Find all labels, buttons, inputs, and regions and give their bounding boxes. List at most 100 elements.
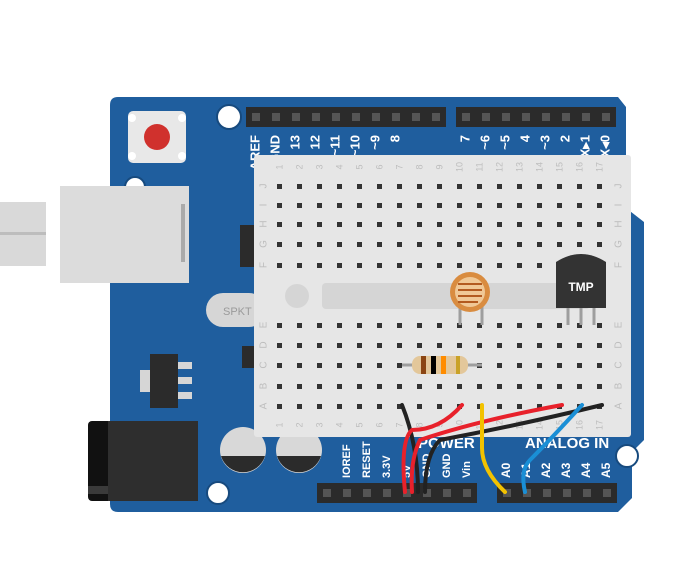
breadboard-hole[interactable] xyxy=(397,203,402,208)
breadboard-hole[interactable] xyxy=(537,363,542,368)
header-socket[interactable] xyxy=(602,113,610,121)
breadboard-hole[interactable] xyxy=(277,242,282,247)
breadboard-hole[interactable] xyxy=(497,363,502,368)
header-socket[interactable] xyxy=(503,489,511,497)
breadboard-hole[interactable] xyxy=(477,184,482,189)
header-socket[interactable] xyxy=(603,489,611,497)
breadboard-hole[interactable] xyxy=(337,222,342,227)
breadboard-hole[interactable] xyxy=(397,343,402,348)
breadboard-hole[interactable] xyxy=(277,404,282,409)
breadboard-hole[interactable] xyxy=(537,343,542,348)
breadboard-hole[interactable] xyxy=(517,263,522,268)
breadboard-hole[interactable] xyxy=(397,363,402,368)
breadboard-hole[interactable] xyxy=(517,242,522,247)
header-socket[interactable] xyxy=(543,489,551,497)
breadboard-hole[interactable] xyxy=(397,184,402,189)
header-socket[interactable] xyxy=(412,113,420,121)
breadboard-hole[interactable] xyxy=(277,363,282,368)
breadboard-hole[interactable] xyxy=(297,323,302,328)
breadboard-hole[interactable] xyxy=(397,242,402,247)
breadboard-hole[interactable] xyxy=(337,363,342,368)
breadboard-hole[interactable] xyxy=(417,263,422,268)
breadboard-hole[interactable] xyxy=(597,203,602,208)
header-socket[interactable] xyxy=(502,113,510,121)
breadboard-hole[interactable] xyxy=(377,323,382,328)
breadboard-hole[interactable] xyxy=(377,384,382,389)
breadboard-hole[interactable] xyxy=(457,222,462,227)
breadboard-hole[interactable] xyxy=(297,363,302,368)
header-socket[interactable] xyxy=(252,113,260,121)
breadboard-hole[interactable] xyxy=(297,222,302,227)
breadboard-hole[interactable] xyxy=(577,242,582,247)
breadboard-hole[interactable] xyxy=(417,222,422,227)
breadboard-hole[interactable] xyxy=(357,343,362,348)
header-socket[interactable] xyxy=(372,113,380,121)
breadboard-hole[interactable] xyxy=(557,323,562,328)
breadboard-hole[interactable] xyxy=(517,184,522,189)
header-socket[interactable] xyxy=(462,113,470,121)
breadboard-hole[interactable] xyxy=(517,384,522,389)
breadboard-hole[interactable] xyxy=(597,242,602,247)
header-socket[interactable] xyxy=(562,113,570,121)
resistor[interactable] xyxy=(402,356,482,374)
breadboard-hole[interactable] xyxy=(437,242,442,247)
breadboard-hole[interactable] xyxy=(337,343,342,348)
header-socket[interactable] xyxy=(542,113,550,121)
breadboard-hole[interactable] xyxy=(597,363,602,368)
breadboard-hole[interactable] xyxy=(377,203,382,208)
header-socket[interactable] xyxy=(392,113,400,121)
header-socket[interactable] xyxy=(403,489,411,497)
breadboard-hole[interactable] xyxy=(457,203,462,208)
breadboard-hole[interactable] xyxy=(417,384,422,389)
breadboard-hole[interactable] xyxy=(437,384,442,389)
breadboard-hole[interactable] xyxy=(557,384,562,389)
breadboard-hole[interactable] xyxy=(537,263,542,268)
breadboard-hole[interactable] xyxy=(597,343,602,348)
breadboard-hole[interactable] xyxy=(277,343,282,348)
breadboard-hole[interactable] xyxy=(297,343,302,348)
header-socket[interactable] xyxy=(523,489,531,497)
breadboard-hole[interactable] xyxy=(457,242,462,247)
breadboard-hole[interactable] xyxy=(317,222,322,227)
breadboard-hole[interactable] xyxy=(597,222,602,227)
breadboard-hole[interactable] xyxy=(297,263,302,268)
breadboard-hole[interactable] xyxy=(417,323,422,328)
breadboard-hole[interactable] xyxy=(557,363,562,368)
header-socket[interactable] xyxy=(423,489,431,497)
breadboard-hole[interactable] xyxy=(297,184,302,189)
breadboard-hole[interactable] xyxy=(297,384,302,389)
breadboard-hole[interactable] xyxy=(377,363,382,368)
breadboard-hole[interactable] xyxy=(557,203,562,208)
breadboard-hole[interactable] xyxy=(477,203,482,208)
breadboard-hole[interactable] xyxy=(537,184,542,189)
breadboard-hole[interactable] xyxy=(557,343,562,348)
breadboard-hole[interactable] xyxy=(317,263,322,268)
breadboard-hole[interactable] xyxy=(357,242,362,247)
breadboard-hole[interactable] xyxy=(277,263,282,268)
breadboard-hole[interactable] xyxy=(457,263,462,268)
breadboard-hole[interactable] xyxy=(577,203,582,208)
breadboard-hole[interactable] xyxy=(437,203,442,208)
breadboard-hole[interactable] xyxy=(417,404,422,409)
breadboard-hole[interactable] xyxy=(397,384,402,389)
header-socket[interactable] xyxy=(332,113,340,121)
breadboard-hole[interactable] xyxy=(397,404,402,409)
breadboard-hole[interactable] xyxy=(357,203,362,208)
header-socket[interactable] xyxy=(292,113,300,121)
breadboard-hole[interactable] xyxy=(517,343,522,348)
breadboard-hole[interactable] xyxy=(337,384,342,389)
breadboard-hole[interactable] xyxy=(377,404,382,409)
breadboard-hole[interactable] xyxy=(317,404,322,409)
breadboard-hole[interactable] xyxy=(557,184,562,189)
breadboard-hole[interactable] xyxy=(577,384,582,389)
breadboard-hole[interactable] xyxy=(577,222,582,227)
breadboard-hole[interactable] xyxy=(357,222,362,227)
breadboard-hole[interactable] xyxy=(517,323,522,328)
header-socket[interactable] xyxy=(343,489,351,497)
breadboard-hole[interactable] xyxy=(277,203,282,208)
breadboard-hole[interactable] xyxy=(317,184,322,189)
breadboard-hole[interactable] xyxy=(377,242,382,247)
breadboard-hole[interactable] xyxy=(517,404,522,409)
breadboard-hole[interactable] xyxy=(577,343,582,348)
breadboard-hole[interactable] xyxy=(497,343,502,348)
